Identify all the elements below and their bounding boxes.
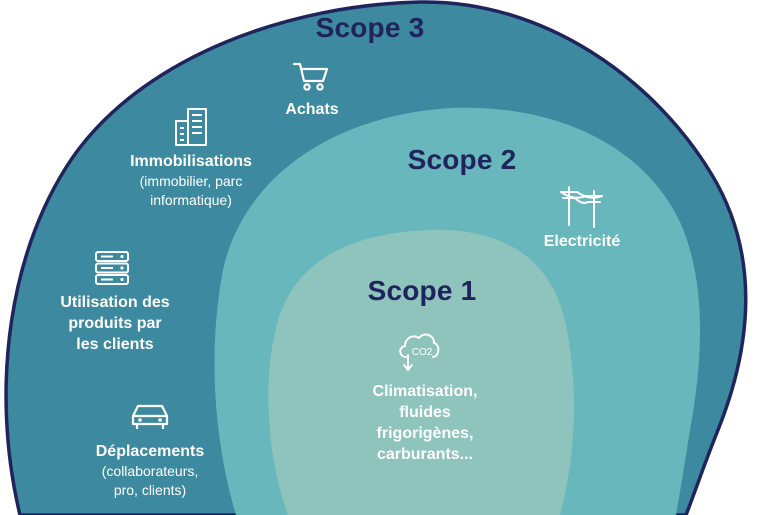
immobilisations-subtitle-2: informatique) [150, 192, 232, 208]
climatisation-title-1: Climatisation, [372, 383, 478, 400]
deplacements-subtitle-2: pro, clients) [113, 482, 187, 498]
power-lines-icon [560, 186, 603, 228]
immobilisations-title: Immobilisations [130, 153, 252, 170]
utilisation-title-1: Utilisation des [60, 294, 170, 311]
scope3-title: Scope 3 [315, 12, 425, 43]
co2-cloud-icon: CO2 [399, 333, 440, 371]
climatisation-title-4: carburants... [376, 446, 474, 463]
co2-icon-text: CO2 [412, 347, 433, 358]
climatisation-title-2: fluides [399, 404, 451, 421]
immobilisations-label: Immobilisations (immobilier, parc inform… [130, 151, 252, 210]
server-icon [95, 251, 129, 285]
electricite-title: Electricité [543, 233, 621, 250]
shopping-cart-icon [292, 62, 329, 91]
utilisation-title-2: produits par [68, 315, 162, 332]
electricite-label: Electricité [544, 231, 620, 252]
utilisation-label: Utilisation des produits par les clients [60, 292, 169, 355]
deplacements-title: Déplacements [95, 443, 205, 460]
climatisation-title-3: frigorigènes, [376, 425, 474, 442]
immobilisations-subtitle-1: (immobilier, parc [139, 173, 243, 189]
achats-label: Achats [285, 99, 338, 120]
deplacements-label: Déplacements (collaborateurs, pro, clien… [96, 441, 205, 500]
deplacements-subtitle-1: (collaborateurs, [101, 463, 199, 479]
scope2-title: Scope 2 [407, 144, 517, 175]
achats-title: Achats [285, 101, 339, 118]
buildings-icon [175, 108, 207, 146]
scope1-title: Scope 1 [367, 275, 477, 306]
car-icon [131, 404, 169, 429]
utilisation-title-3: les clients [76, 336, 154, 353]
climatisation-label: Climatisation, fluides frigorigènes, car… [373, 381, 478, 465]
scope1-blob [268, 229, 574, 515]
